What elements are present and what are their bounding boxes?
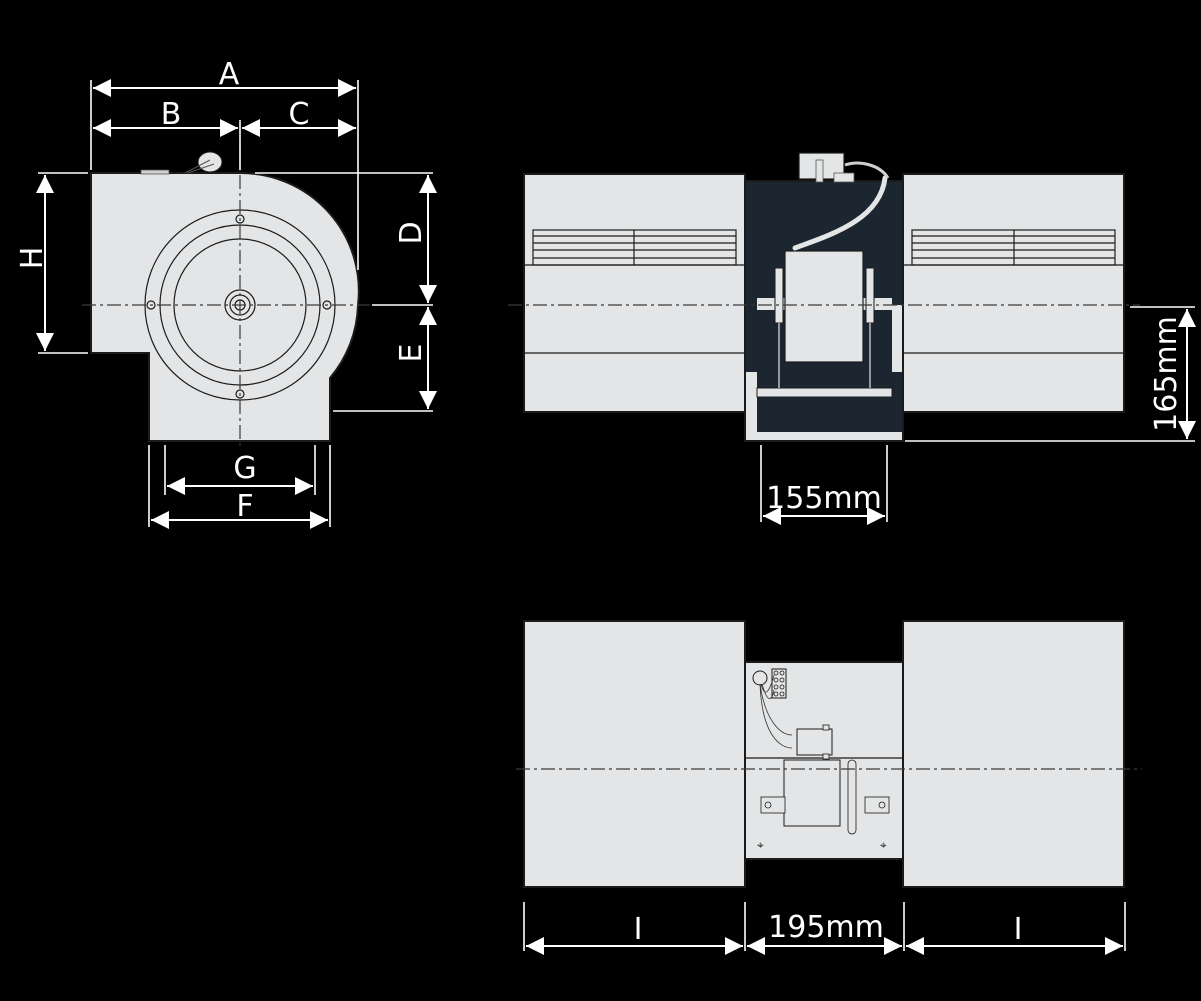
- bolt-hole-icon: [235, 214, 245, 224]
- mount-point-icon: ⌖: [757, 838, 764, 852]
- cable: [792, 175, 888, 251]
- bolt-hole-icon: [322, 300, 332, 310]
- top-view: ⌖ ⌖ I 195mm I: [516, 620, 1142, 955]
- motor-body: [784, 250, 864, 363]
- outlet-grille-right: [911, 229, 1116, 266]
- dim-label-f: F: [236, 489, 253, 524]
- mount-point-icon: ⌖: [880, 838, 887, 852]
- outlet-grille-left: [532, 229, 737, 266]
- bolt-hole-icon: [146, 300, 156, 310]
- capacitor-icon: [796, 728, 833, 756]
- dim-label-d: D: [394, 221, 429, 244]
- dim-label-c: C: [289, 97, 310, 132]
- dim-label-a: A: [219, 57, 240, 92]
- dim-label-h: H: [15, 247, 50, 270]
- dim-label-165: 165mm: [1149, 316, 1184, 432]
- dim-label-155: 155mm: [766, 481, 882, 516]
- terminal-cap-icon: [140, 151, 223, 175]
- motor-body-top: [783, 759, 841, 827]
- dim-label-i-left: I: [634, 912, 643, 947]
- dim-label-i-right: I: [1014, 912, 1023, 947]
- bolt-hole-icon: [235, 389, 245, 399]
- dim-label-g: G: [233, 451, 256, 486]
- dim-label-e: E: [394, 344, 429, 363]
- terminal-block-icon: [752, 668, 793, 749]
- dim-label-b: B: [161, 97, 182, 132]
- side-view: A B C H D E G F: [15, 57, 437, 529]
- front-view: 155mm 165mm: [508, 152, 1196, 525]
- dim-label-195: 195mm: [768, 910, 884, 945]
